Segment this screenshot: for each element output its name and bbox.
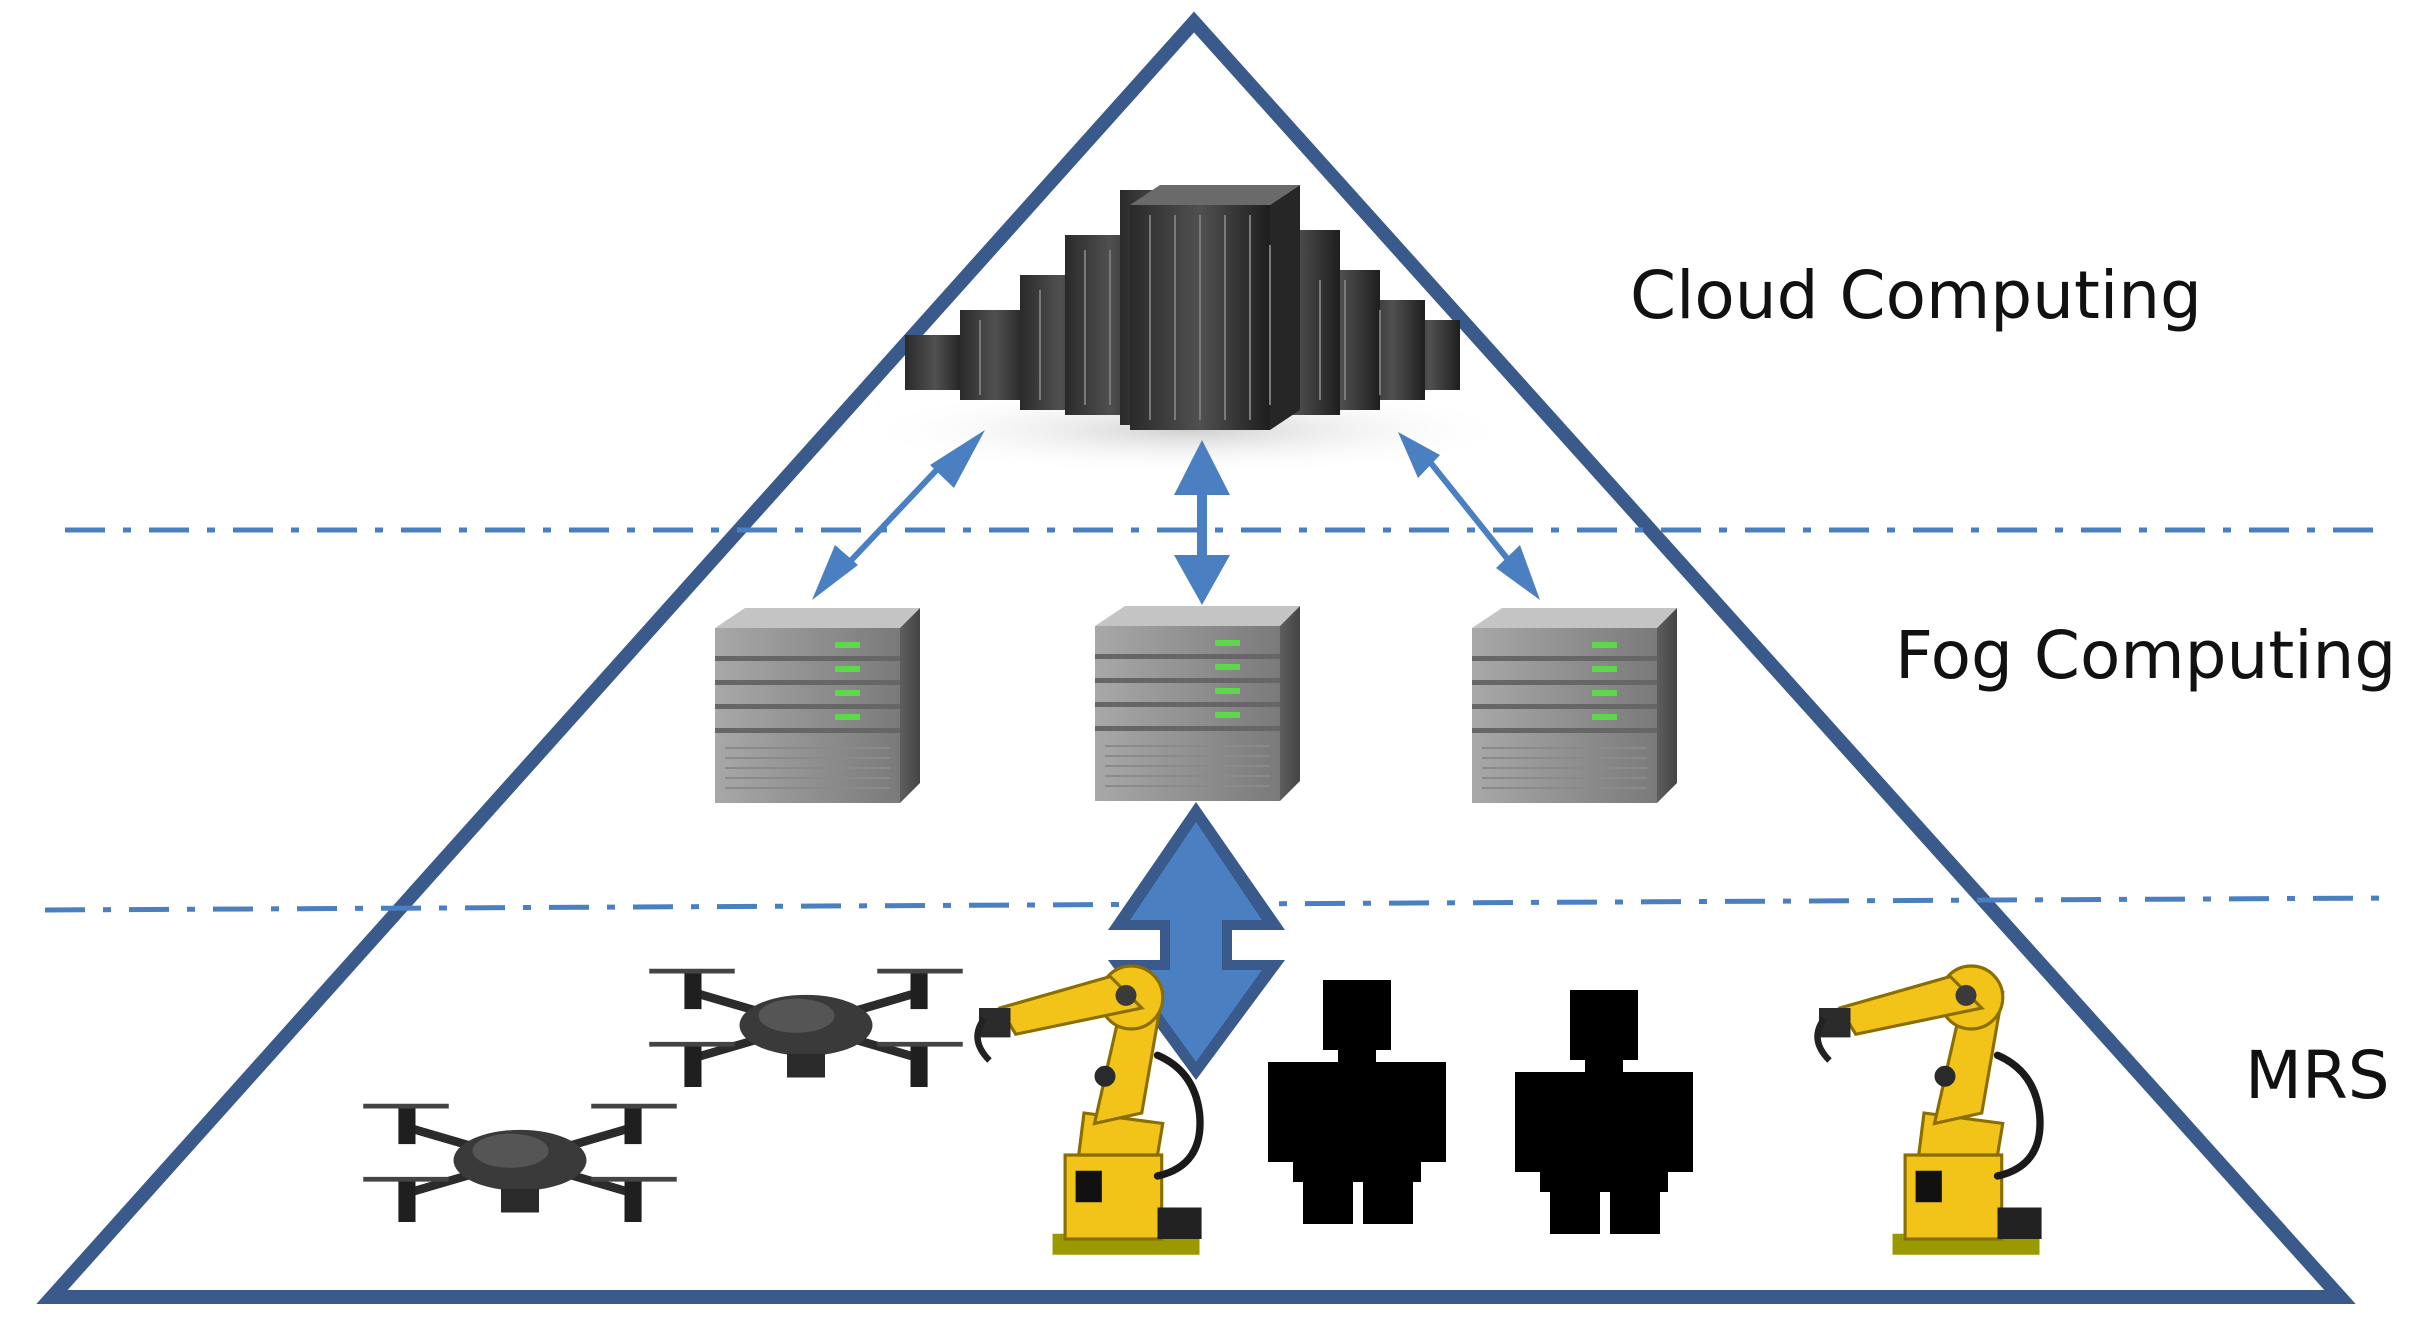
cloud-computing-label: Cloud Computing (1630, 257, 2202, 334)
mrs-label: MRS (2245, 1037, 2390, 1114)
fog-computing-label: Fog Computing (1895, 617, 2396, 694)
cloud-fog-arrows (812, 430, 1540, 605)
pyramid-outline (36, 11, 2356, 1304)
quadcopter-drone-right-icon (649, 971, 963, 1087)
fog-server-right-icon (1471, 607, 1678, 804)
industrial-robot-arm-right-icon (1818, 966, 2042, 1255)
fog-server-left-icon (714, 607, 921, 804)
fog-mrs-separator (44, 895, 2396, 913)
fog-server-center-icon (1094, 605, 1301, 802)
quadcopter-drone-left-icon (363, 1106, 677, 1222)
human-silhouette-right-icon (1515, 990, 1693, 1234)
human-silhouette-left-icon (1268, 980, 1446, 1224)
datacenter-server-racks-icon (860, 185, 1520, 475)
